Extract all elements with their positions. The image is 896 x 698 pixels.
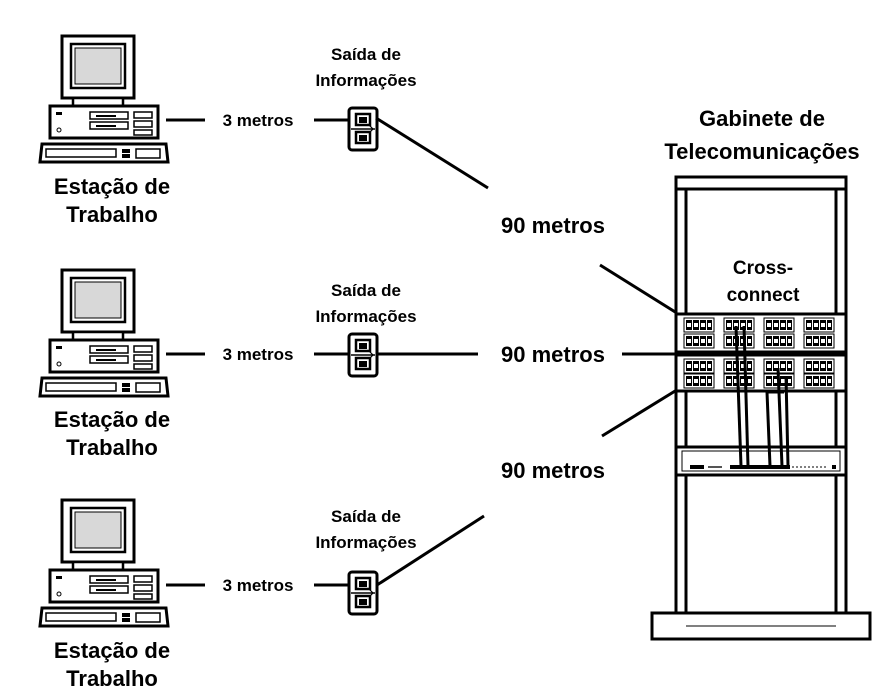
horizontal-cable [376,514,485,587]
outlet-label-line2: Informações [315,533,416,552]
jack-block [803,333,835,349]
horizontal-length-label: 90 metros [501,213,605,238]
jack-block [763,317,795,333]
outlet-3: Saída de Informações [315,507,417,616]
patch-length-label: 3 metros [223,576,294,595]
crossconnect-jumpers [734,325,790,467]
network-switch [674,445,848,477]
wall-outlet-icon [347,332,379,378]
patch-panel-top [674,312,848,354]
patch-panel-bottom [674,353,848,393]
jack-block [803,317,835,333]
crossconnect-label-line1: Cross- [733,258,793,279]
jack-block [723,317,755,333]
horizontal-length-label: 90 metros [501,342,605,367]
rack-top [674,175,848,191]
workstation-3: Estação de Trabalho [38,498,170,691]
wall-outlet-icon [347,106,379,152]
workstation-2: Estação de Trabalho [38,268,170,460]
cabinet-title-line2: Telecomunicações [664,139,859,164]
cabinet-title-line1: Gabinete de [699,106,825,131]
outlet-label-line2: Informações [315,71,416,90]
workstation-label-line2: Trabalho [66,435,158,460]
workstation-label-line2: Trabalho [66,666,158,691]
jack-block [683,317,715,333]
jack-block [803,358,835,374]
workstation-label-line1: Estação de [54,407,170,432]
outlet-label-line2: Informações [315,307,416,326]
workstation-label-line2: Trabalho [66,202,158,227]
jack-block [683,358,715,374]
outlet-1: Saída de Informações [315,45,417,152]
workstation-1: Estação de Trabalho [38,34,170,227]
horizontal-length-label: 90 metros [501,458,605,483]
outlet-2: Saída de Informações [315,281,417,378]
outlet-label-line1: Saída de [331,281,401,300]
jack-block [723,333,755,349]
horizontal-cable [599,263,681,317]
horizontal-cable [375,116,489,190]
rack-rail-left [674,187,688,615]
jack-block [683,333,715,349]
outlet-label-line1: Saída de [331,507,401,526]
telecom-cabinet: Gabinete de Telecomunicações Cross- conn… [650,106,872,641]
crossconnect-label-line2: connect [727,285,801,306]
patch-length-label: 3 metros [223,345,294,364]
patch-length-label: 3 metros [223,111,294,130]
workstation-label-line1: Estação de [54,638,170,663]
wall-outlet-icon [347,570,379,616]
outlet-label-line1: Saída de [331,45,401,64]
computer-icon [38,498,170,628]
computer-icon [38,268,170,398]
rack-rail-right [834,187,848,615]
workstation-label-line1: Estação de [54,174,170,199]
computer-icon [38,34,170,164]
jack-block [803,373,835,389]
jack-block [763,333,795,349]
jack-block [683,373,715,389]
horizontal-cable [601,386,681,438]
